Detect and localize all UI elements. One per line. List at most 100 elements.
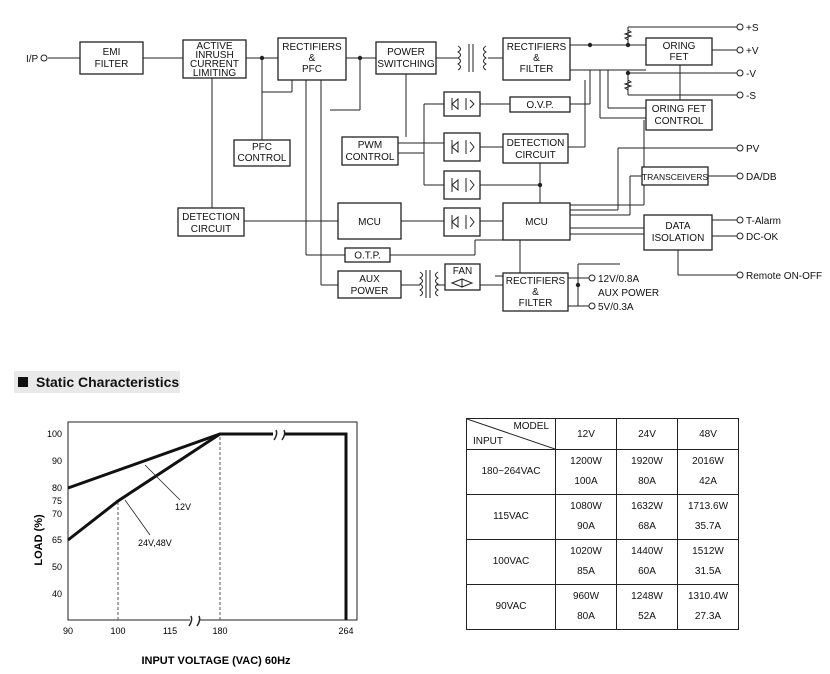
detection-circuit-left-block: DETECTION CIRCUIT [177,207,245,237]
svg-text:ORING: ORING [663,41,696,52]
y-tick-label: 90 [52,456,62,466]
x-tick-label: 100 [110,626,125,636]
y-axis-label: LOAD (%) [33,514,45,566]
pwm-control-block: PWM CONTROL [341,136,399,166]
oring-fet-control-block: ORING FET CONTROL [645,99,713,131]
input-cell: 115VAC [466,494,556,540]
svg-text:DETECTION: DETECTION [182,212,240,223]
input-cell: 180~264VAC [466,449,556,495]
svg-text:POWER: POWER [387,47,425,58]
ovp-block: O.V.P. [509,96,571,113]
mcu-left-block: MCU [337,202,402,240]
svg-text:O.V.P.: O.V.P. [526,100,553,111]
svg-text:CURRENT: CURRENT [190,59,239,70]
svg-text:RECTIFIERS: RECTIFIERS [282,42,342,53]
otp-block: O.T.P. [344,247,391,263]
y-tick-label: 50 [52,562,62,572]
svg-text:FILTER: FILTER [519,298,553,309]
section-title-text: Static Characteristics [36,374,180,390]
output-label: -V [746,69,756,80]
svg-text:CIRCUIT: CIRCUIT [191,224,232,235]
y-tick-label: 80 [52,483,62,493]
top-axis-break-icon [273,426,285,442]
svg-text:SWITCHING: SWITCHING [377,59,434,70]
x-tick-label: 115 [163,626,177,636]
optocoupler-icon [443,132,481,162]
series-leader-line [124,499,151,536]
table-corner-cell: MODEL INPUT [466,418,556,450]
svg-text:&: & [309,53,316,64]
y-tick-label: 70 [52,509,62,519]
output-label: +S [746,23,759,34]
optocoupler-icon [443,91,481,117]
column-header: 24V [616,418,678,450]
svg-text:INRUSH: INRUSH [195,50,233,61]
oring-fet-block: ORING FET [645,37,713,66]
svg-text:ISOLATION: ISOLATION [652,233,705,244]
output-label: DC-OK [746,232,779,243]
svg-text:POWER: POWER [351,286,389,297]
rectifiers-filter-block: RECTIFIERS & FILTER [502,37,571,81]
svg-text:PFC: PFC [302,64,322,75]
resistor-icon [623,29,633,91]
pfc-control-block: PFC CONTROL [233,139,291,167]
svg-text:EMI: EMI [103,47,121,58]
input-cell: 100VAC [466,539,556,585]
svg-text:&: & [532,287,539,298]
output-label: Remote ON-OFF [746,271,822,282]
y-tick-label: 75 [52,496,62,506]
fan-block: FAN [444,263,481,291]
series-leader-line [144,464,181,501]
svg-text:O.T.P.: O.T.P. [354,251,381,262]
svg-text:RECTIFIERS: RECTIFIERS [506,276,566,287]
svg-text:MCU: MCU [525,217,548,228]
svg-text:CONTROL: CONTROL [346,152,395,163]
rectifiers-pfc-block: RECTIFIERS & PFC [277,37,347,81]
transformer-main-icon [457,44,487,72]
y-tick-label: 40 [52,589,62,599]
mcu-right-block: MCU [502,202,571,241]
svg-text:FAN: FAN [453,266,472,277]
aux-power-block: AUX POWER [337,270,402,299]
y-tick-label: 100 [47,429,62,439]
top-axis-break-icon [273,429,286,441]
column-header: 12V [555,418,617,450]
x-tick-label: 180 [212,626,227,636]
output-table: MODEL INPUT 12V 24V 48V 180~264VAC 1200W… [466,418,739,630]
svg-text:TRANSCEIVERS: TRANSCEIVERS [642,172,708,182]
svg-text:DATA: DATA [665,221,691,232]
series-line-24v-48v [67,432,348,620]
y-tick-label: 65 [52,535,62,545]
x-tick-label: 90 [63,626,73,636]
emi-filter-block: EMI FILTER [79,41,144,75]
svg-text:PFC: PFC [252,142,272,153]
transformer-aux-icon [419,270,439,298]
optocoupler-icon [443,170,481,200]
power-switching-block: POWER SWITCHING [375,41,437,75]
output-label: +V [746,46,759,57]
series-line-12v [67,432,348,620]
section-title: Static Characteristics [14,371,180,393]
x-axis-break-icon [188,615,201,627]
square-bullet-icon [18,377,28,387]
column-header: 48V [677,418,739,450]
active-inrush-block: ACTIVE INRUSH CURRENT LIMITING [182,39,247,79]
input-terminal [40,54,48,62]
svg-text:FET: FET [670,52,689,63]
svg-text:PWM: PWM [358,140,382,151]
aux-label: 5V/0.3A [598,302,634,313]
block-diagram: EMI FILTER ACTIVE INRUSH CURRENT LIMITIN… [26,23,822,313]
